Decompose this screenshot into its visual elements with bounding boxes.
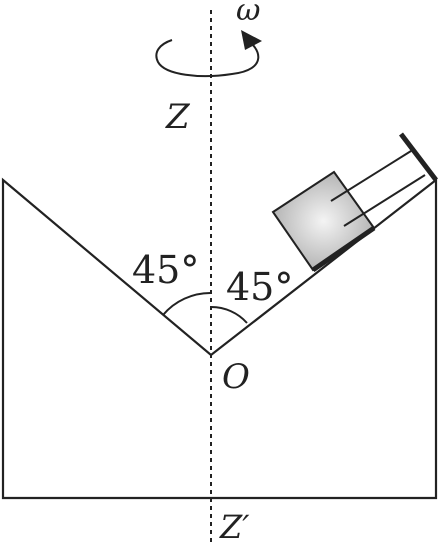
angle-arc-left <box>162 291 212 316</box>
rod-lower <box>343 174 426 227</box>
rotation-arrow-head <box>241 30 262 50</box>
wall-stop <box>399 132 438 182</box>
angle-right-label: 45° <box>226 265 293 309</box>
rotation-arc <box>155 37 260 78</box>
omega-label: ω <box>236 0 260 28</box>
axis-top-label: Z <box>165 97 191 137</box>
angle-left-label: 45° <box>132 248 199 292</box>
container-outline <box>1 177 438 500</box>
axis-bottom-label: Z′ <box>219 508 250 543</box>
block <box>271 170 376 273</box>
origin-label: O <box>222 357 250 397</box>
rod-upper <box>330 150 412 202</box>
angle-arc-right <box>210 305 248 324</box>
